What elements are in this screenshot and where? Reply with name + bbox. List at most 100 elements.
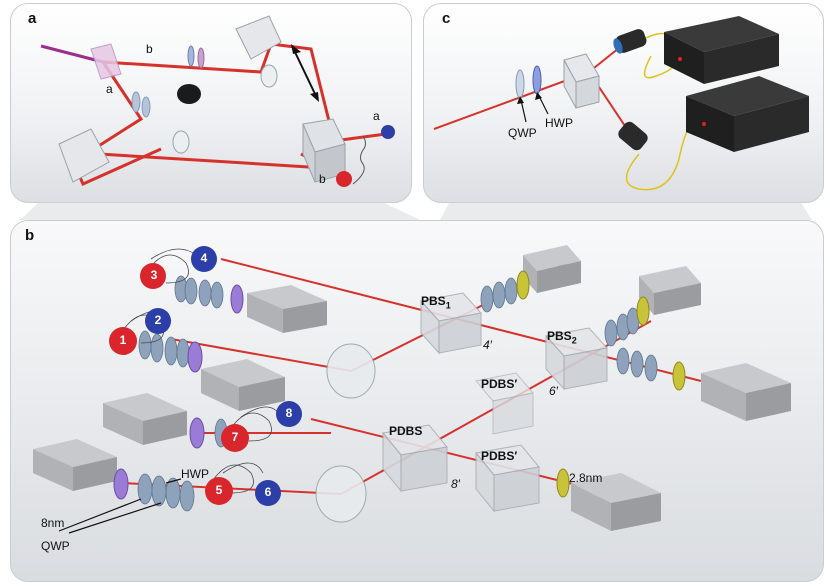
- photon-8-label: 8: [285, 406, 293, 420]
- photon-a: [381, 125, 395, 139]
- detector-top-led: [678, 57, 682, 61]
- lens-bottom: [172, 130, 190, 154]
- pbs1-front: [438, 312, 482, 354]
- pdbs-prime-bottom-front: [493, 466, 540, 512]
- port-4-label: 4′: [483, 338, 492, 352]
- fiber-coupler-top-lens: [613, 38, 623, 54]
- photon-5-label: 5: [215, 483, 223, 497]
- detector-box-3: [701, 363, 791, 421]
- filter-8nm-label: 8nm: [41, 516, 65, 530]
- path-b-label: b: [146, 42, 153, 56]
- photon-3-label: 3: [150, 268, 158, 282]
- filter-purple-5: [113, 468, 129, 500]
- waveplate-stack-pbs1: [480, 277, 518, 313]
- photon-4: [191, 246, 217, 272]
- detector-box-6: [201, 359, 285, 411]
- port-6-label: 6′: [549, 384, 558, 398]
- laser-path-a: [85, 61, 144, 156]
- photon-7-label: 7: [231, 430, 239, 444]
- hwp-arrow-head: [535, 92, 542, 100]
- waveplate-stack-1: [138, 330, 190, 368]
- detector-box-4: [571, 473, 661, 531]
- filter-purple-1: [187, 341, 203, 373]
- detector-bottom-led: [702, 122, 706, 126]
- hwp-label: HWP: [545, 116, 573, 130]
- prism-left: [58, 128, 110, 183]
- fiber-coupler-top: [615, 29, 647, 53]
- panel-c-label: c: [442, 10, 451, 27]
- panel-b: b 3 4 1 2 7 8 5 6 PBS1 PBS2 PDBS′ PDBS P…: [10, 220, 824, 582]
- translation-arrow-head-top: [291, 44, 301, 54]
- panel-a-diagram: [40, 15, 395, 187]
- qwp-label: QWP: [508, 126, 537, 140]
- photon-1-label: 1: [119, 333, 127, 347]
- photon-3: [140, 263, 166, 289]
- detector-top-lid: [664, 16, 779, 52]
- filter-purple-3: [230, 284, 244, 314]
- photon-1: [109, 327, 137, 355]
- pbs2-front: [563, 347, 608, 390]
- waveplate-b: [187, 45, 195, 67]
- filter-2-8nm-label: 2.8nm: [569, 471, 603, 485]
- photon-4-label: 4: [200, 251, 208, 265]
- filter-yellow-pbs1: [516, 270, 530, 300]
- panel-a: a b a a b: [10, 3, 412, 203]
- translation-arrow: [293, 49, 317, 97]
- pdbs-prime-bottom-label: PDBS′: [481, 449, 518, 463]
- waveplate-stack-3: [174, 275, 224, 309]
- photon-b: [336, 171, 352, 187]
- photon-wire: [352, 135, 366, 185]
- detector-box-8: [33, 439, 117, 491]
- port-8-label: 8′: [451, 477, 460, 491]
- hwp-b-label: HWP: [181, 467, 209, 481]
- detector-top-side: [664, 32, 704, 84]
- qwp-plate: [515, 69, 525, 99]
- qwp-b-label: QWP: [41, 539, 70, 553]
- detector-bottom-side: [686, 96, 734, 152]
- photon-5: [205, 477, 233, 505]
- waveplate-stack-5: [137, 473, 195, 512]
- panel-c-diagram: [433, 16, 809, 191]
- detector-box-1: [523, 245, 581, 293]
- panel-b-label: b: [25, 227, 35, 244]
- input-beam: [433, 71, 590, 130]
- pbs-cube-front: [575, 75, 600, 109]
- filter-yellow-pbs2-right: [672, 361, 686, 391]
- photon-2: [145, 308, 171, 334]
- translation-arrow-head-bottom: [310, 92, 319, 102]
- qwp-arrow-b2: [68, 502, 162, 534]
- nonlinear-crystal: [90, 43, 122, 80]
- qwp-arrow-b1: [58, 498, 142, 532]
- photon-8: [276, 401, 302, 427]
- panel-b-diagram: [33, 245, 791, 534]
- hwp-plate: [532, 65, 542, 95]
- lens-lower: [315, 465, 367, 523]
- output-b-label: b: [319, 172, 326, 186]
- detector-box-2: [639, 266, 701, 315]
- filter-purple-7: [189, 417, 205, 449]
- qwp-arrow: [520, 99, 527, 123]
- detector-box-7: [103, 393, 187, 445]
- waveplate-b2: [197, 47, 205, 69]
- pbs2-label: PBS2: [547, 329, 577, 346]
- panel-c: c QWP HWP: [423, 3, 824, 203]
- detector-bottom-front: [734, 96, 809, 152]
- photon-2-label: 2: [154, 313, 162, 327]
- beam-1: [170, 260, 572, 373]
- pdbs-label: PDBS: [389, 424, 423, 438]
- detector-top-front: [704, 34, 779, 84]
- hwp-arrow: [538, 95, 549, 115]
- photon-6-label: 6: [264, 485, 272, 499]
- photon-7: [221, 424, 249, 452]
- hwp-arrow-b: [165, 478, 182, 484]
- prism-top: [235, 15, 282, 60]
- filter-yellow-2-8nm: [556, 468, 570, 498]
- detector-box-5: [247, 285, 327, 333]
- waveplate-stack-pbs2-right: [616, 347, 658, 382]
- pbs1-label: PBS1: [421, 294, 451, 311]
- waveplate-a: [131, 91, 141, 113]
- path-a-label: a: [106, 82, 113, 96]
- output-a-label: a: [373, 109, 380, 123]
- photon-6: [255, 480, 281, 506]
- waveplate-a2: [141, 96, 151, 118]
